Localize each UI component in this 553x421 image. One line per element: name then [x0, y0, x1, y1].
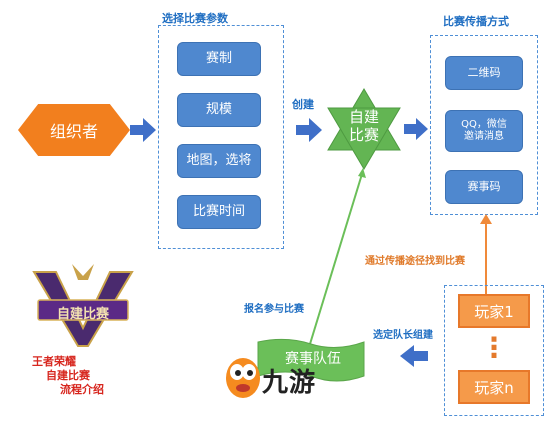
- note-line1: 王者荣耀: [32, 355, 76, 368]
- arrow-right-3: [404, 118, 428, 140]
- player-first: 玩家1: [458, 294, 530, 328]
- spread-box: [430, 35, 538, 215]
- logo-badge: [32, 264, 134, 347]
- green-arrow: [309, 168, 366, 344]
- signup-label: 报名参与比赛: [244, 304, 304, 315]
- center-star-line2: 比赛: [348, 126, 379, 144]
- param-map: 地图，选将: [177, 144, 261, 178]
- arrow-left: [400, 345, 428, 367]
- player-last: 玩家n: [458, 370, 530, 404]
- arrow-right-2: [296, 118, 322, 142]
- spread-invite-label: QQ，微信 邀请消息: [461, 118, 507, 143]
- note-line3: 流程介绍: [60, 383, 104, 396]
- choose-captain-label: 选定队长组建: [373, 330, 433, 341]
- brand-text: 九游: [262, 368, 317, 398]
- players-box: [444, 285, 544, 416]
- find-via-spread-label: 通过传播途径找到比赛: [365, 256, 465, 267]
- center-star-label: 自建 比赛: [332, 108, 396, 144]
- param-scale: 规模: [177, 93, 261, 127]
- player-dots: ⋮: [480, 331, 508, 364]
- arrow-right-1: [130, 118, 156, 142]
- note-line2: 自建比赛: [46, 369, 90, 382]
- spread-title: 比赛传播方式: [443, 15, 509, 28]
- organizer-label: 组织者: [49, 122, 98, 141]
- spread-qrcode: 二维码: [445, 56, 523, 90]
- spread-code: 赛事码: [445, 170, 523, 204]
- choose-params-box: [158, 25, 284, 249]
- orange-arrow-up: [480, 214, 492, 294]
- brand-mascot-icon: [226, 358, 260, 398]
- create-label: 创建: [292, 98, 314, 111]
- logo-text: 自建比赛: [56, 307, 109, 322]
- center-star-line1: 自建: [348, 108, 379, 126]
- team-flag-label: 赛事队伍: [285, 351, 341, 367]
- organizer-shape: 组织者: [18, 104, 130, 156]
- spread-invite: QQ，微信 邀请消息: [445, 110, 523, 152]
- center-star: [327, 88, 401, 170]
- team-flag: [257, 338, 365, 382]
- param-time: 比赛时间: [177, 195, 261, 229]
- choose-params-title: 选择比赛参数: [162, 12, 228, 25]
- param-format: 赛制: [177, 42, 261, 76]
